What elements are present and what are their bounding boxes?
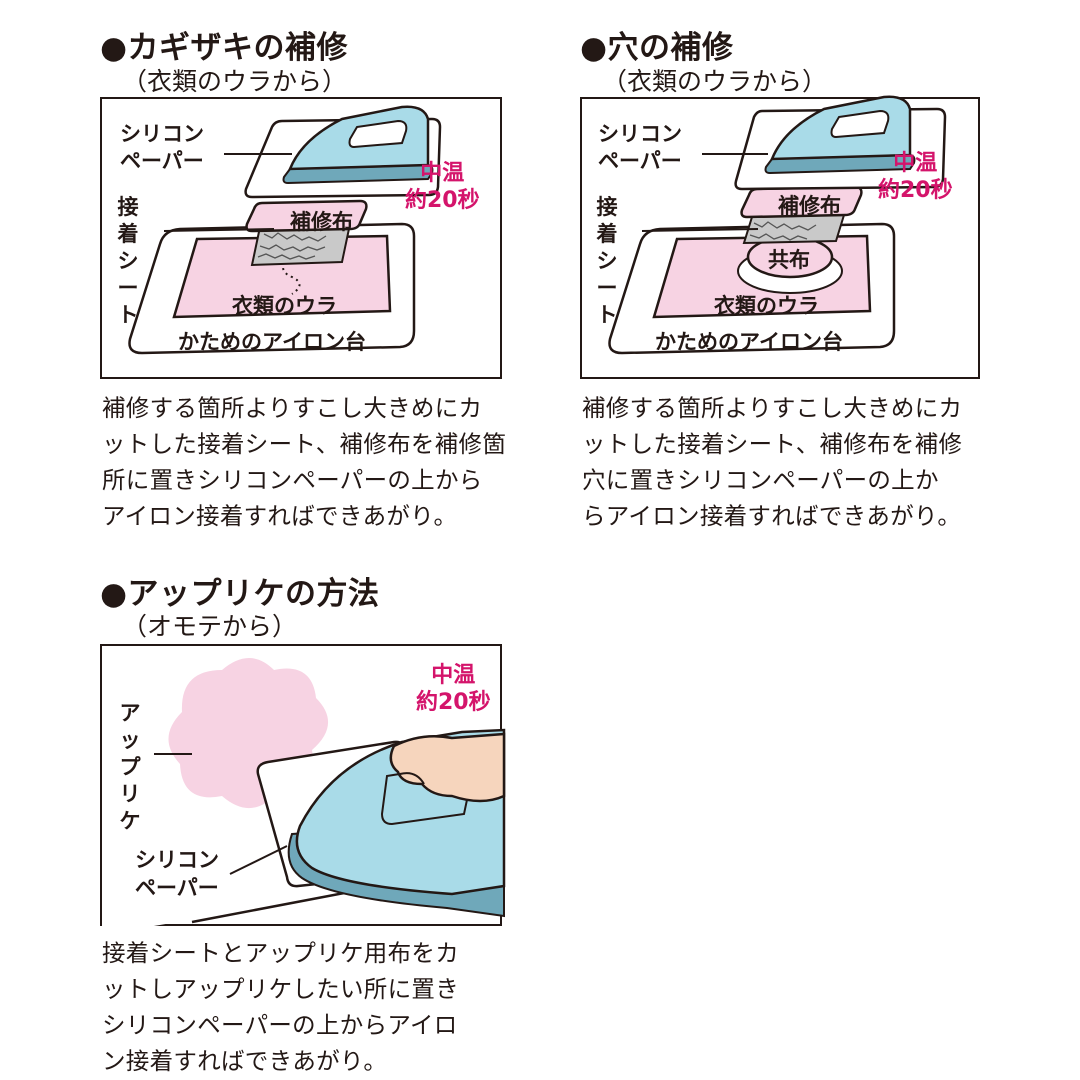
panel3-temp-line1: 中温 [431,663,476,688]
panel3-subtitle: （オモテから） [122,612,298,641]
panel1-sheet-char: 着 [117,222,139,246]
panel2-desc-line: ットした接着シート、補修布を補修 [582,430,963,458]
panel2-sheet-char: 着 [596,222,618,246]
panel3-label-silicone-2: ペーパー [135,876,219,900]
iron-soleplate [282,163,434,185]
panel1-desc-line: 所に置きシリコンペーパーの上から [102,466,483,494]
panel2-title: ●穴の補修 [580,30,734,66]
panel1-desc-line: アイロン接着すればできあがり。 [102,502,458,530]
panel2-subtitle: （衣類のウラから） [602,67,828,96]
panel3-label-applique: ア ッ プ リ ケ [117,700,143,835]
panel2-sheet-char: ト [596,303,618,327]
iron-handle-window [830,109,890,139]
tear-line [282,256,301,295]
panel1-label-silicone-2: ペーパー [120,149,204,173]
panel3-label-silicone-1: シリコン [135,848,219,872]
panel2-label-silicone-2: ペーパー [598,149,682,173]
panel1-sheet-char: シ [117,249,139,273]
panel1-title: ●カギザキの補修 [100,30,349,66]
panel1-temperature: 中温 約20秒 [405,160,480,214]
panel2-illustration [608,95,947,355]
panel2-sheet-char: 接 [596,195,618,219]
panel2-temp-line2: 約20秒 [878,178,953,203]
panel1-subtitle: （衣類のウラから） [122,67,348,96]
panel1-label-patch: 補修布 [290,210,353,234]
panel3-desc-line: ン接着すればできあがり。 [102,1047,388,1075]
panel1-temp-line1: 中温 [420,161,465,186]
panel1-description: 補修する箇所よりすこし大きめにカ ットした接着シート、補修布を補修箇 所に置きシ… [102,390,506,534]
panel3-illustration [102,658,506,928]
panel2-diagram-frame [580,95,980,379]
panel2-temperature: 中温 約20秒 [878,150,953,204]
panel1-label-silicone-1: シリコン [120,122,204,146]
panel2-label-silicone-1: シリコン [598,122,682,146]
iron-handle-window [348,119,408,149]
hand-shape [389,732,506,803]
panel3-temperature: 中温 約20秒 [416,662,491,716]
panel1-sheet-char: ー [117,276,139,300]
panel3-diagram-frame [100,644,506,928]
panel1-label-garment: 衣類のウラ [232,294,337,318]
panel2-desc-line: らアイロン接着すればできあがり。 [582,502,962,530]
panel2-description: 補修する箇所よりすこし大きめにカ ットした接着シート、補修布を補修 穴に置きシリ… [582,390,962,534]
panel2-label-board: かためのアイロン台 [655,330,843,354]
iron-soleplate [764,153,916,175]
panel1-label-adhesive-sheet: 接 着 シ ー ト [115,194,141,329]
panel1-diagram-frame [100,97,502,379]
panel3-applique-char: ア [119,701,141,725]
panel3-temp-line2: 約20秒 [416,690,491,715]
panel2-sheet-char: シ [596,249,618,273]
panel3-desc-line: ットしアップリケしたい所に置き [102,975,459,1003]
panel2-label-same-fabric: 共布 [768,248,810,272]
patch-fabric-shape [740,185,863,219]
panel2-label-patch: 補修布 [778,194,841,218]
panel3-applique-char: ッ [119,728,141,752]
panel1-sheet-char: ト [117,303,139,327]
panel3-description: 接着シートとアップリケ用布をカ ットしアップリケしたい所に置き シリコンペーパー… [102,935,459,1079]
panel3-applique-char: リ [119,782,141,806]
panel1-temp-line2: 約20秒 [405,188,480,213]
panel2-desc-line: 補修する箇所よりすこし大きめにカ [582,394,963,422]
panel1-desc-line: 補修する箇所よりすこし大きめにカ [102,394,483,422]
panel1-desc-line: ットした接着シート、補修布を補修箇 [102,430,507,458]
panel1-sheet-char: 接 [117,195,139,219]
panel1-label-board: かためのアイロン台 [178,330,366,354]
panel1-illustration [128,105,442,355]
panel3-title: ●アップリケの方法 [100,576,380,612]
panel3-desc-line: 接着シートとアップリケ用布をカ [102,939,459,967]
panel2-sheet-char: ー [596,276,618,300]
panel2-temp-line1: 中温 [893,151,938,176]
panel3-applique-char: プ [119,755,141,779]
panel3-desc-line: シリコンペーパーの上からアイロ [102,1011,458,1039]
patch-fabric-shape [245,199,368,233]
panel2-desc-line: 穴に置きシリコンペーパーの上か [582,466,939,494]
panel2-label-adhesive-sheet: 接 着 シ ー ト [594,194,620,329]
panel2-label-garment: 衣類のウラ [714,294,819,318]
panel3-applique-char: ケ [119,809,141,833]
